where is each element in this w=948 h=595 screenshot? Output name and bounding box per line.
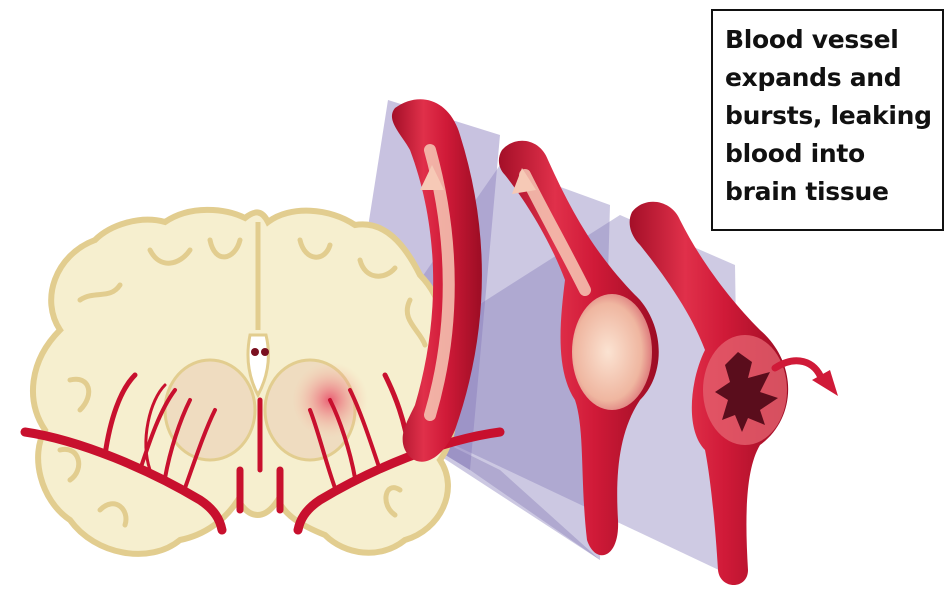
caption-line: expands and bbox=[725, 59, 936, 97]
caption-line: bursts, leaking bbox=[725, 97, 936, 135]
caption-line: brain tissue bbox=[725, 173, 936, 211]
caption-line: Blood vessel bbox=[725, 21, 936, 59]
caption-line: blood into bbox=[725, 135, 936, 173]
caption-box: Blood vessel expands and bursts, leaking… bbox=[711, 9, 944, 231]
